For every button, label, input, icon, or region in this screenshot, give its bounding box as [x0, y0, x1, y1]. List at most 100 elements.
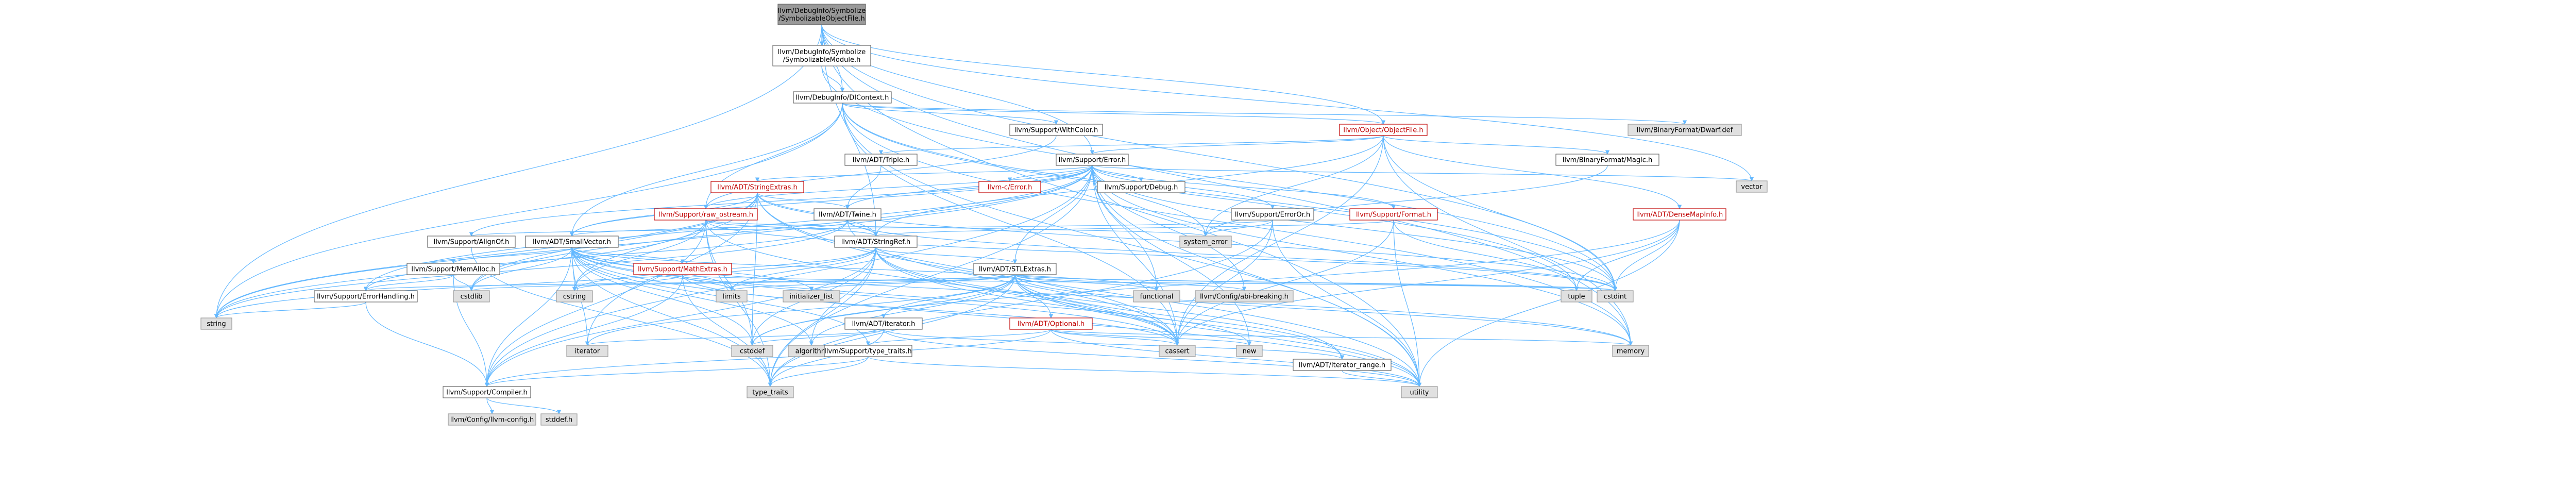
edge-stringextras-to-utility	[757, 192, 1422, 387]
node-label: llvm/ADT/SmallVector.h	[533, 239, 611, 246]
node-new: new	[1236, 345, 1263, 357]
edge-stlextras-to-typetraits	[768, 274, 1015, 387]
edge-optional-to-memory	[1050, 329, 1633, 346]
node-cassert: cassert	[1159, 345, 1196, 357]
node-box-densemapinfo	[1633, 208, 1726, 221]
node-box-iterator	[566, 345, 608, 357]
node-box-memalloc	[406, 263, 500, 275]
node-label: functional	[1140, 293, 1174, 301]
node-box-initlist	[783, 290, 840, 303]
node-dictx[interactable]: llvm/DebugInfo/DIContext.h	[793, 91, 892, 104]
edge-rawos-to-cassert	[705, 220, 1180, 346]
edge-rawos-to-compiler	[484, 220, 706, 387]
node-triple[interactable]: llvm/ADT/Triple.h	[844, 154, 918, 166]
edge-adtiterator-to-iterator	[585, 329, 884, 346]
node-smallvector[interactable]: llvm/ADT/SmallVector.h	[525, 236, 619, 248]
node-functional: functional	[1133, 290, 1180, 303]
edge-rawos-to-stringref	[705, 220, 878, 237]
edge-objfile-to-magic	[1383, 135, 1610, 155]
node-objfile[interactable]: llvm/Object/ObjectFile.h	[1339, 124, 1428, 136]
node-root[interactable]: llvm/DebugInfo/Symbolize/SymbolizableObj…	[777, 4, 866, 25]
edge-dictx-to-tuple	[842, 103, 1579, 291]
node-box-typetraits	[747, 386, 794, 398]
node-memalloc[interactable]: llvm/Support/MemAlloc.h	[406, 263, 500, 275]
node-magic[interactable]: llvm/BinaryFormat/Magic.h	[1555, 154, 1659, 166]
edge-dictx-to-dwarfdef	[842, 103, 1687, 125]
edge-twine-to-errhandling	[363, 220, 848, 291]
edge-objfile-to-triple	[879, 135, 1384, 155]
node-box-optional	[1009, 317, 1093, 330]
node-box-cstddef	[731, 345, 773, 357]
node-label: initializer_list	[789, 293, 833, 301]
node-box-limits	[716, 290, 748, 303]
node-label: llvm/ADT/Triple.h	[853, 157, 909, 164]
edge-format-to-tuple	[1393, 220, 1579, 291]
node-stringextras[interactable]: llvm/ADT/StringExtras.h	[710, 181, 804, 193]
node-format[interactable]: llvm/Support/Format.h	[1349, 208, 1438, 221]
node-stlextras[interactable]: llvm/ADT/STLExtras.h	[973, 263, 1057, 275]
node-error[interactable]: llvm/Support/Error.h	[1056, 154, 1129, 166]
node-label: llvm/ADT/DenseMapInfo.h	[1636, 211, 1723, 219]
node-label: cstring	[563, 293, 586, 301]
edge-compiler-to-stddef	[486, 397, 562, 414]
node-box-sysrror	[1179, 236, 1232, 248]
edge-twine-to-string	[214, 220, 848, 318]
node-rawos[interactable]: llvm/Support/raw_ostream.h	[654, 208, 758, 221]
node-label: llvm/ADT/Twine.h	[819, 211, 876, 219]
node-stddef: stddef.h	[540, 413, 578, 426]
node-typetraitsh[interactable]: llvm/Support/type_traits.h	[824, 345, 912, 357]
node-box-utility	[1401, 386, 1438, 398]
node-initlist: initializer_list	[783, 290, 840, 303]
node-label: cstdint	[1604, 293, 1626, 301]
node-label: /SymbolizableModule.h	[783, 56, 861, 64]
node-label: llvm/Support/WithColor.h	[1014, 127, 1098, 135]
node-mathextras[interactable]: llvm/Support/MathExtras.h	[633, 263, 732, 275]
node-cstdlib: cstdlib	[453, 290, 490, 303]
edge-optional-to-new	[1050, 329, 1252, 346]
node-box-mathextras	[633, 263, 732, 275]
edge-error-to-rawos	[703, 165, 1093, 209]
edge-stlextras-to-initlist	[809, 274, 1015, 291]
edge-compiler-to-llvmconfig	[486, 397, 495, 414]
node-symmod[interactable]: llvm/DebugInfo/Symbolize/SymbolizableMod…	[772, 45, 871, 66]
node-erroror[interactable]: llvm/Support/ErrorOr.h	[1231, 208, 1314, 221]
node-label: string	[207, 321, 226, 328]
node-label: llvm-c/Error.h	[988, 184, 1032, 192]
node-cabi[interactable]: llvm-c/Error.h	[978, 181, 1041, 193]
node-label: iterator	[575, 348, 600, 356]
edge-mathextras-to-cassert	[682, 274, 1180, 346]
node-label: llvm/ADT/Optional.h	[1018, 321, 1085, 328]
node-iterrange[interactable]: llvm/ADT/iterator_range.h	[1293, 359, 1392, 371]
node-alignof[interactable]: llvm/Support/AlignOf.h	[427, 236, 516, 248]
edge-densemapinfo-to-cstdint	[1613, 220, 1680, 291]
edge-smallvector-to-cstdlib	[469, 247, 572, 291]
edge-mathextras-to-cstring	[572, 274, 683, 291]
node-iterator: iterator	[566, 345, 608, 357]
node-box-rawos	[654, 208, 758, 221]
edge-typetraitsh-to-typetraits	[768, 356, 869, 387]
node-box-symmod	[772, 45, 871, 66]
node-densemapinfo[interactable]: llvm/ADT/DenseMapInfo.h	[1633, 208, 1726, 221]
node-label: algorithm	[795, 348, 828, 356]
node-withcolor[interactable]: llvm/Support/WithColor.h	[1009, 124, 1103, 136]
edge-stlextras-to-memory	[1014, 274, 1633, 346]
edge-stringref-to-typetraits	[768, 247, 876, 387]
edge-smallvector-to-algorithm	[571, 247, 814, 346]
node-compiler[interactable]: llvm/Support/Compiler.h	[443, 386, 531, 398]
edge-optional-to-typetraitsh	[866, 329, 1052, 346]
node-label: memory	[1617, 348, 1645, 356]
node-optional[interactable]: llvm/ADT/Optional.h	[1009, 317, 1093, 330]
node-errhandling[interactable]: llvm/Support/ErrorHandling.h	[314, 290, 418, 303]
edge-dictx-to-string	[214, 103, 843, 318]
node-box-magic	[1555, 154, 1659, 166]
node-stringref[interactable]: llvm/ADT/StringRef.h	[834, 236, 918, 248]
node-adtiterator[interactable]: llvm/ADT/iterator.h	[844, 317, 923, 330]
node-box-stlextras	[973, 263, 1057, 275]
edge-typetraitsh-to-compiler	[484, 356, 869, 387]
edge-error-to-cassert	[1092, 165, 1180, 346]
node-vector: vector	[1736, 180, 1768, 193]
node-debug[interactable]: llvm/Support/Debug.h	[1097, 181, 1185, 193]
node-label: llvm/DebugInfo/Symbolize	[778, 48, 866, 56]
edge-mathextras-to-compiler	[484, 274, 683, 387]
node-twine[interactable]: llvm/ADT/Twine.h	[814, 208, 882, 221]
